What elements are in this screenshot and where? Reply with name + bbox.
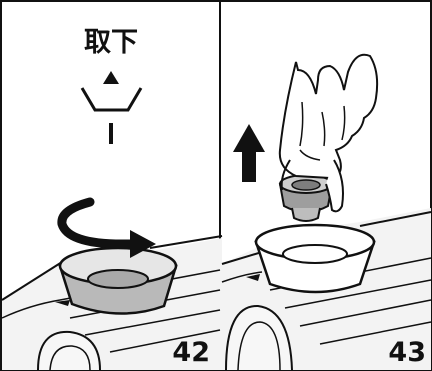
- rotate-arrow-icon: [57, 197, 156, 258]
- step-number-43: 43: [388, 337, 426, 368]
- panel-42-caption: 取下: [84, 27, 138, 58]
- step-number-42: 42: [172, 337, 210, 368]
- hand-icon: [278, 53, 379, 213]
- up-arrow-icon: [233, 124, 265, 182]
- panel-42: 取下 42: [1, 27, 223, 371]
- filter-holder-icon: [254, 223, 376, 294]
- remove-symbol-icon: [80, 71, 143, 144]
- filter-holder-icon: [58, 246, 178, 315]
- panel-43: 43: [221, 53, 432, 371]
